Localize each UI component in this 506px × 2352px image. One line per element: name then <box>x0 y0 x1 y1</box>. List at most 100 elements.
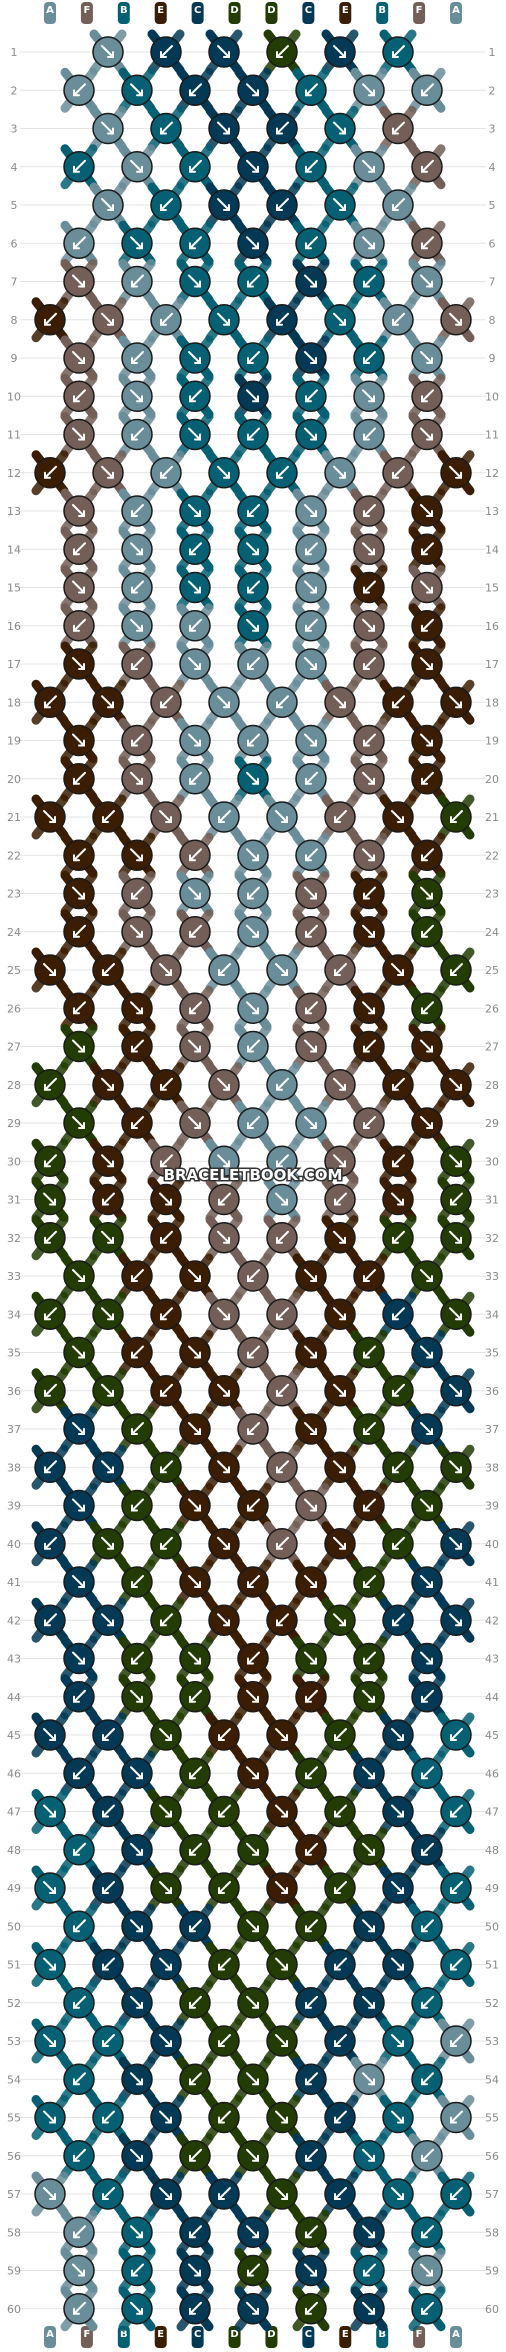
arrow-icon <box>72 1575 85 1588</box>
arrow-icon <box>276 312 289 326</box>
arrow-icon <box>362 2148 375 2162</box>
arrow-icon <box>333 1230 346 1244</box>
row-number-left: 45 <box>7 1729 21 1742</box>
arrow-icon <box>131 274 144 288</box>
strand-tab <box>191 2326 204 2348</box>
arrow-icon <box>131 733 144 747</box>
row-number-right: 59 <box>485 2265 499 2278</box>
arrow-icon <box>189 2301 202 2315</box>
arrow-icon <box>44 1383 57 1397</box>
arrow-icon <box>101 1077 114 1091</box>
row-number-right: 34 <box>485 1308 499 1321</box>
row-number-left: 30 <box>7 1155 21 1168</box>
strand-letter: B <box>378 5 386 16</box>
arrow-icon <box>159 1804 172 1818</box>
row-number-left: 35 <box>7 1347 21 1360</box>
arrow-icon <box>247 886 260 900</box>
strand-tab <box>450 2 462 24</box>
arrow-icon <box>73 1001 86 1015</box>
arrow-icon <box>217 198 230 211</box>
arrow-icon <box>391 1881 404 1894</box>
row-number-left: 19 <box>7 735 21 748</box>
arrow-icon <box>131 1345 144 1359</box>
arrow-icon <box>188 580 201 594</box>
arrow-icon <box>188 733 201 747</box>
arrow-icon <box>101 198 114 211</box>
arrow-icon <box>101 465 114 479</box>
row-number-right: 16 <box>485 620 499 633</box>
arrow-icon <box>72 2263 85 2277</box>
row-number-right: 60 <box>485 2303 499 2316</box>
arrow-icon <box>43 1728 56 1741</box>
arrow-icon <box>160 1307 173 1321</box>
arrow-icon <box>420 886 433 900</box>
arrow-icon <box>421 542 434 556</box>
arrow-icon <box>334 1881 347 1894</box>
row-number-right: 42 <box>485 1614 499 1627</box>
strand-letter: B <box>120 2329 128 2340</box>
strand-tab <box>265 2326 278 2348</box>
arrow-icon <box>72 1651 85 1665</box>
arrow-icon <box>130 1001 143 1015</box>
arrow-icon <box>333 1154 346 1168</box>
arrow-icon <box>421 1689 434 1703</box>
arrow-icon <box>131 1269 144 1282</box>
arrow-icon <box>247 733 260 747</box>
arrow-icon <box>246 848 259 862</box>
row-number-left: 54 <box>7 2073 21 2086</box>
arrow-icon <box>218 2110 231 2124</box>
row-number-left: 56 <box>7 2150 21 2163</box>
arrow-icon <box>420 580 433 594</box>
arrow-icon <box>363 1575 376 1588</box>
arrow-icon <box>246 236 259 250</box>
row-number-left: 40 <box>7 1538 21 1551</box>
arrow-icon <box>131 1116 144 1129</box>
row-number-right: 46 <box>485 1767 499 1780</box>
arrow-icon <box>189 2148 202 2162</box>
row-number-right: 33 <box>485 1270 499 1283</box>
row-number-left: 26 <box>7 1002 21 1015</box>
arrow-icon <box>305 2148 318 2162</box>
arrow-icon <box>73 1995 86 2009</box>
strand-tab <box>44 2 56 24</box>
row-number-right: 3 <box>489 123 496 136</box>
arrow-icon <box>131 1039 144 1053</box>
arrow-icon <box>189 389 202 403</box>
arrow-icon <box>333 465 346 479</box>
strand-letter: E <box>342 5 349 16</box>
arrow-icon <box>334 1728 347 1741</box>
row-number-right: 54 <box>485 2073 499 2086</box>
strand-letter: E <box>157 5 164 16</box>
arrow-icon <box>102 810 115 823</box>
arrow-icon <box>304 2263 317 2277</box>
arrow-icon <box>421 924 434 938</box>
arrow-icon <box>363 1422 376 1435</box>
arrow-icon <box>334 1957 347 1971</box>
arrow-icon <box>362 1766 375 1780</box>
strand-letter: D <box>230 2329 238 2340</box>
arrow-icon <box>102 963 115 976</box>
arrow-icon <box>420 1039 433 1053</box>
arrow-icon <box>362 924 375 938</box>
arrow-icon <box>218 1881 231 1894</box>
arrow-icon <box>73 1919 86 1933</box>
arrow-icon <box>392 198 405 211</box>
arrow-icon <box>130 2301 143 2315</box>
arrow-icon <box>160 1460 173 1474</box>
row-number-left: 11 <box>7 429 21 442</box>
arrow-icon <box>72 733 85 747</box>
arrow-icon <box>450 2034 463 2047</box>
arrow-icon <box>450 2110 463 2124</box>
arrow-icon <box>217 45 230 58</box>
arrow-icon <box>44 1230 57 1244</box>
arrow-icon <box>217 1460 230 1474</box>
row-number-right: 27 <box>485 1041 499 1054</box>
row-number-right: 47 <box>485 1806 499 1819</box>
arrow-icon <box>246 1995 259 2009</box>
arrow-icon <box>305 2072 318 2086</box>
arrow-icon <box>160 45 173 58</box>
row-number-right: 53 <box>485 2035 499 2048</box>
arrow-icon <box>275 810 288 823</box>
row-number-left: 24 <box>7 926 21 939</box>
